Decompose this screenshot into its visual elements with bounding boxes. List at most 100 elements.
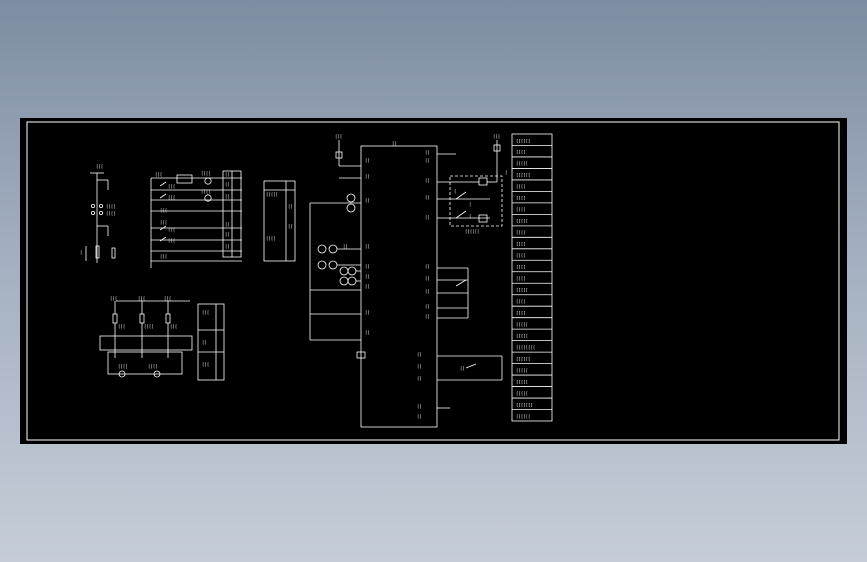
title-block-cell: [[[[[: [516, 333, 528, 338]
svg-text:[[[: [[[: [96, 164, 103, 169]
svg-text:[[: [[: [225, 222, 230, 227]
svg-text:[[: [[: [365, 284, 370, 289]
svg-text:[[: [[: [425, 264, 430, 269]
drawing-sheet: [[[[[[[[[[[ [: [20, 118, 847, 444]
svg-text:[[[[: [[[[: [201, 189, 211, 194]
svg-text:[[: [[: [365, 158, 370, 163]
svg-text:[[[[: [[[[: [144, 324, 154, 329]
svg-text:[[: [[: [225, 232, 230, 237]
title-block-cell: [[[[: [516, 150, 526, 155]
title-block-cell: [[[[[[: [516, 138, 530, 143]
svg-text:[[[: [[[: [118, 324, 125, 329]
title-block-cell: [[[[[: [516, 161, 528, 166]
title-block-cell: [[[[[[: [516, 414, 530, 419]
svg-text:[[[: [[[: [110, 296, 117, 301]
svg-text:[[: [[: [425, 158, 430, 163]
svg-text:[: [: [80, 250, 82, 255]
title-block-cell: [[[[: [516, 265, 526, 270]
svg-text:[[: [[: [225, 244, 230, 249]
svg-text:[[: [[: [365, 330, 370, 335]
svg-text:[[[: [[[: [202, 310, 209, 315]
svg-text:[[[: [[[: [155, 172, 162, 177]
svg-text:[[[: [[[: [160, 220, 167, 225]
svg-text:[[[: [[[: [168, 227, 175, 232]
svg-text:[[[: [[[: [160, 208, 167, 213]
svg-text:[[: [[: [225, 194, 230, 199]
svg-text:[[[: [[[: [168, 184, 175, 189]
svg-text:[[: [[: [460, 366, 465, 371]
svg-text:[[: [[: [202, 340, 207, 345]
title-block-cell: [[[[[: [516, 219, 528, 224]
svg-text:[[[[: [[[[: [148, 364, 158, 369]
title-block-cell: [[[[: [516, 242, 526, 247]
svg-text:[[: [[: [425, 276, 430, 281]
svg-text:[[: [[: [288, 204, 293, 209]
svg-text:[[[: [[[: [160, 254, 167, 259]
controller-unit: [309, 140, 503, 428]
title-block-cell: [[[[[: [516, 288, 528, 293]
svg-text:[[[[: [[[[: [201, 171, 211, 176]
title-block-cell: [[[[: [516, 299, 526, 304]
svg-text:[[[[: [[[[: [106, 211, 116, 216]
primary-circuit: [85, 172, 116, 263]
svg-text:[[[[[[: [[[[[[: [465, 229, 479, 234]
title-block-cell: [[[[[: [516, 322, 528, 327]
title-block-cell: [[[[[[[: [516, 402, 533, 407]
svg-text:[[: [[: [417, 404, 422, 409]
svg-text:[: [: [469, 202, 471, 207]
title-block-cell: [[[[: [516, 207, 526, 212]
sheet-border: [26, 121, 840, 441]
svg-text:[[[: [[[: [493, 134, 500, 139]
svg-text:[[: [[: [365, 198, 370, 203]
title-block-cell: [[[[[[: [516, 173, 530, 178]
title-block-cell: [[[[[: [516, 391, 528, 396]
svg-text:[[[[[: [[[[[: [266, 192, 278, 197]
relay-section: [449, 140, 503, 369]
svg-text:[[[[: [[[[: [266, 236, 276, 241]
title-block-cell: [[[[[[: [516, 356, 530, 361]
svg-text:[: [: [505, 170, 507, 175]
svg-text:[[: [[: [417, 414, 422, 419]
title-block-cell: [[[[: [516, 310, 526, 315]
title-block-cell: [[[[[: [516, 368, 528, 373]
svg-text:[[: [[: [425, 215, 430, 220]
svg-text:[[[[: [[[[: [118, 364, 128, 369]
fan-circuit: [99, 300, 225, 381]
title-block-cell: [[[[[[[[: [516, 345, 535, 350]
svg-text:[[: [[: [343, 244, 348, 249]
svg-text:[[: [[: [225, 172, 230, 177]
title-block-cell: [[[[: [516, 253, 526, 258]
svg-text:[[: [[: [365, 274, 370, 279]
svg-text:[[: [[: [425, 150, 430, 155]
svg-text:[[: [[: [425, 178, 430, 183]
svg-text:[[: [[: [365, 264, 370, 269]
svg-text:[[[: [[[: [168, 195, 175, 200]
svg-text:[[: [[: [417, 352, 422, 357]
svg-text:[[[: [[[: [168, 238, 175, 243]
schematic-drawing: [[[[[[[[[[[ [: [26, 121, 840, 441]
svg-text:[[: [[: [425, 304, 430, 309]
svg-text:[[: [[: [392, 141, 397, 146]
title-block-cell: [[[[: [516, 230, 526, 235]
svg-text:[[: [[: [417, 364, 422, 369]
svg-text:[[: [[: [288, 224, 293, 229]
svg-text:[: [: [469, 214, 471, 219]
svg-text:[[: [[: [365, 174, 370, 179]
title-block-table: [[[[[[[[[[[[[[[[[[[[[[[[[[[[[[[[[[[[[[[[…: [511, 133, 553, 422]
svg-text:[[[[: [[[[: [106, 204, 116, 209]
svg-text:[[: [[: [425, 195, 430, 200]
title-block-cell: [[[[[: [516, 379, 528, 384]
svg-text:[[: [[: [365, 244, 370, 249]
svg-text:[[: [[: [425, 314, 430, 319]
svg-text:[[: [[: [225, 182, 230, 187]
svg-text:[[[: [[[: [138, 296, 145, 301]
svg-text:[[[: [[[: [170, 324, 177, 329]
title-block-cell: [[[[: [516, 184, 526, 189]
title-block-cell: [[[[: [516, 276, 526, 281]
svg-text:[[[: [[[: [202, 362, 209, 367]
svg-text:[[: [[: [365, 310, 370, 315]
svg-text:[[[: [[[: [164, 296, 171, 301]
svg-text:[[: [[: [425, 289, 430, 294]
control-circuit: [150, 170, 296, 268]
